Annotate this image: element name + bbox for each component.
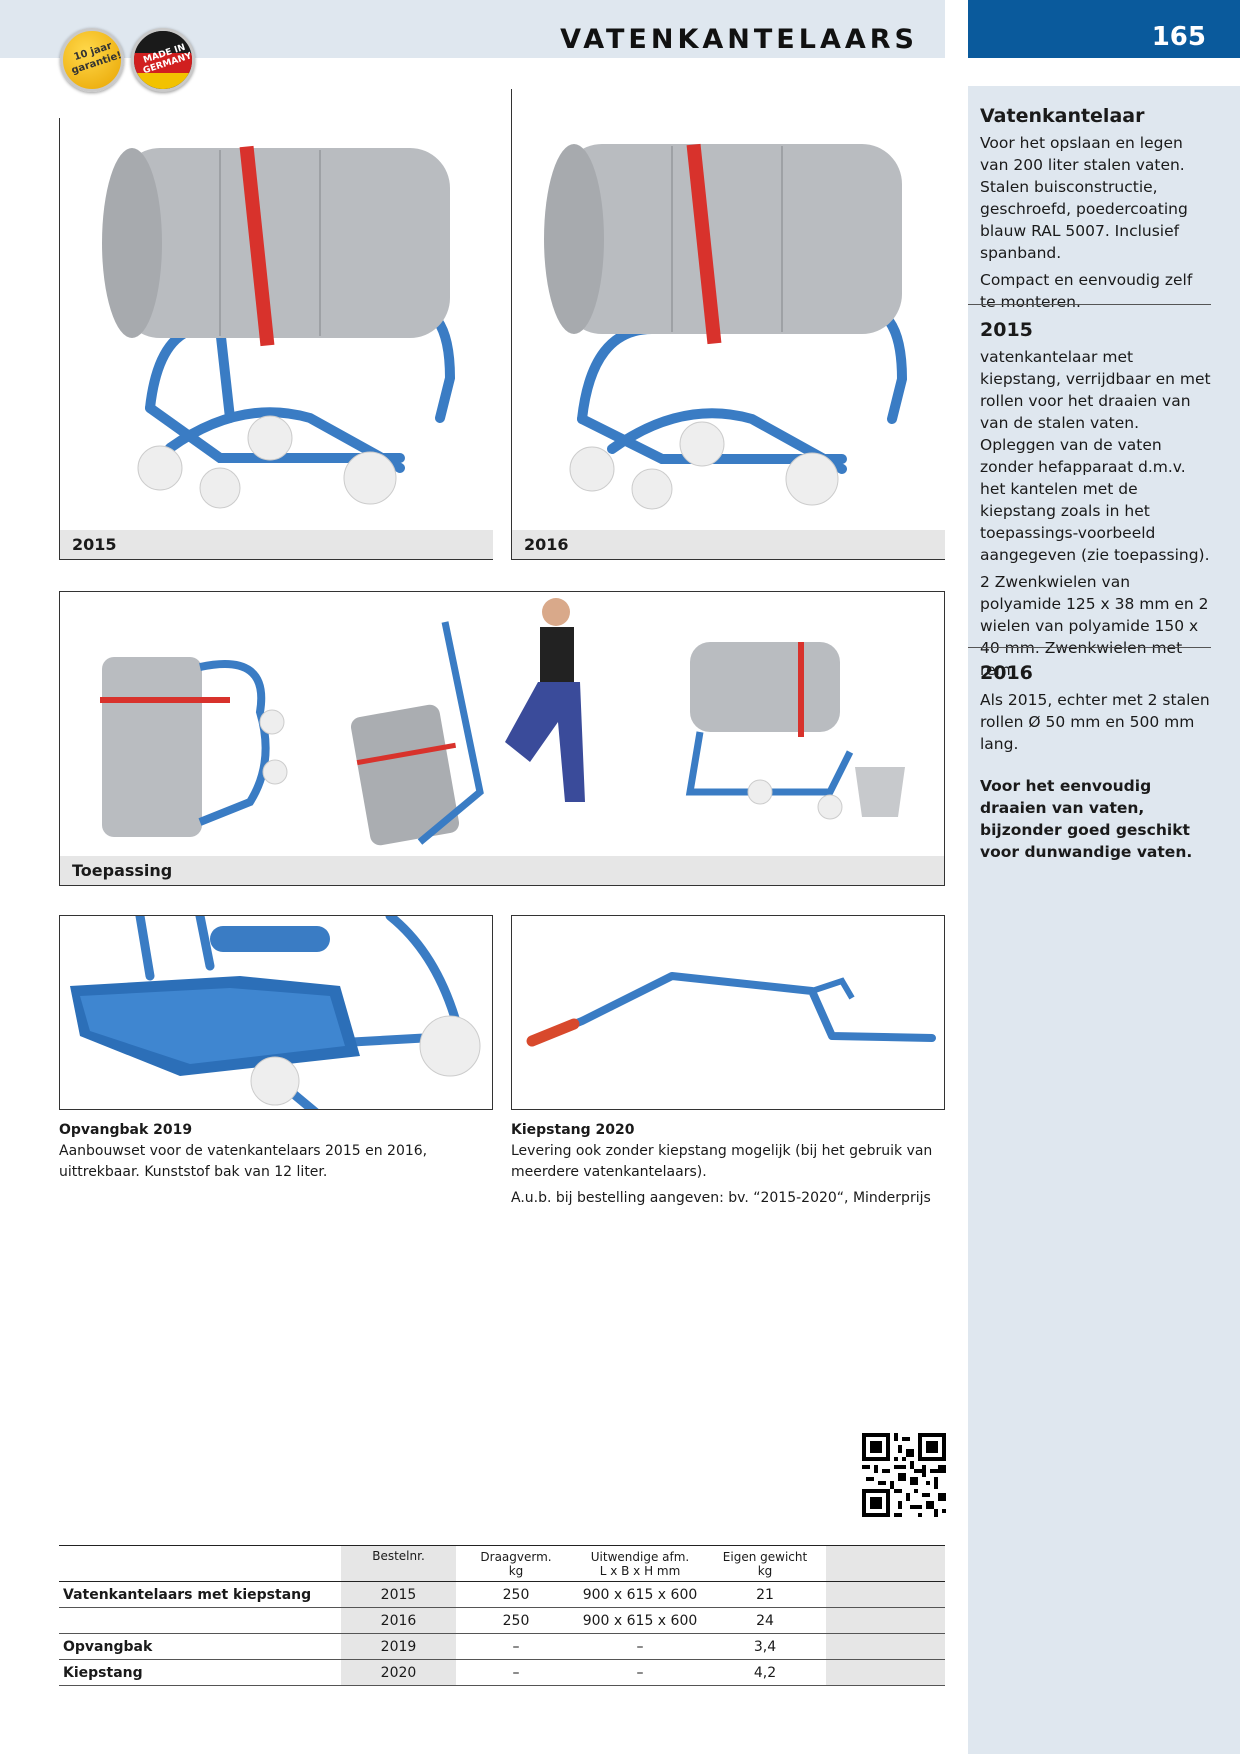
table-header-row: Bestelnr. Draagverm.kg Uitwendige afm.L … <box>59 1545 945 1582</box>
table-row: Vatenkantelaars met kiepstang 2015 250 9… <box>59 1581 945 1608</box>
page-number: 165 <box>1151 22 1206 52</box>
sidebar-highlight: Voor het eenvoudig draaien van vaten, bi… <box>980 777 1193 861</box>
photo-opvangbak <box>59 915 493 1110</box>
section-2015-text-2: 2 Zwenkwielen van polyamide 125 x 38 mm … <box>980 573 1209 679</box>
kiepstang-note: A.u.b. bij bestelling aangeven: bv. “201… <box>511 1190 931 1206</box>
kiepstang-description: Kiepstang 2020 Levering ook zonder kieps… <box>511 1120 941 1209</box>
drum-tilter-2016-image <box>544 143 908 510</box>
kiepstang-title: Kiepstang 2020 <box>511 1122 635 1138</box>
usage-photo: Toepassing <box>59 591 945 886</box>
spec-table: Bestelnr. Draagverm.kg Uitwendige afm.L … <box>59 1545 945 1686</box>
col-afmetingen: Uitwendige afm.L x B x H mm <box>590 1549 690 1578</box>
sidebar-divider <box>968 647 1211 648</box>
opvangbak-title: Opvangbak 2019 <box>59 1122 193 1138</box>
qr-code[interactable] <box>862 1433 946 1517</box>
photo-caption-2015: 2015 <box>60 530 493 559</box>
opvangbak-description: Opvangbak 2019 Aanbouwset voor de vatenk… <box>59 1120 489 1183</box>
intro-text-2: Compact en eenvoudig zelf te monteren. <box>980 271 1193 311</box>
photo-caption-usage: Toepassing <box>60 856 944 885</box>
opvangbak-image <box>70 916 481 1109</box>
photo-caption-2016: 2016 <box>512 530 945 559</box>
opvangbak-text: Aanbouwset voor de vatenkantelaars 2015 … <box>59 1143 428 1180</box>
page-number-box: 165 <box>968 0 1240 58</box>
page-title: VATENKANTELAARS <box>560 24 918 55</box>
section-2015-heading: 2015 <box>980 319 1033 341</box>
section-2015-text-1: vatenkantelaar met kiepstang, verrijdbaa… <box>980 348 1211 564</box>
col-bestelnr: Bestelnr. <box>341 1545 456 1582</box>
sidebar-intro: Vatenkantelaar Voor het opslaan en legen… <box>980 104 1212 313</box>
table-row: Kiepstang 2020 – – 4,2 <box>59 1659 945 1686</box>
photo-2016: 2016 <box>511 89 945 560</box>
drum-tilter-2015-image <box>102 145 456 509</box>
made-in-germany-badge: MADE IN GERMANY <box>131 28 195 92</box>
col-draagverm: Draagverm.kg <box>480 1549 552 1578</box>
section-2016-heading: 2016 <box>980 662 1033 684</box>
sidebar-divider <box>968 304 1211 305</box>
kiepstang-image <box>526 972 936 1047</box>
photo-2015: 2015 <box>59 118 493 560</box>
intro-heading: Vatenkantelaar <box>980 105 1145 127</box>
sidebar-2016: 2016 Als 2015, echter met 2 stalen rolle… <box>980 661 1212 863</box>
photo-kiepstang <box>511 915 945 1110</box>
sidebar-2015: 2015 vatenkantelaar met kiepstang, verri… <box>980 318 1212 681</box>
warranty-badge-text: 10 jaar garantie! <box>70 40 124 77</box>
kiepstang-text: Levering ook zonder kiepstang mogelijk (… <box>511 1143 933 1180</box>
table-row: Opvangbak 2019 – – 3,4 <box>59 1633 945 1660</box>
usage-sequence-image <box>100 598 905 846</box>
warranty-badge: 10 jaar garantie! <box>60 28 124 92</box>
sidebar: Vatenkantelaar Voor het opslaan en legen… <box>968 86 1240 1754</box>
intro-text-1: Voor het opslaan en legen van 200 liter … <box>980 134 1188 262</box>
table-row: 2016 250 900 x 615 x 600 24 <box>59 1607 945 1634</box>
section-2016-text: Als 2015, echter met 2 stalen rollen Ø 5… <box>980 691 1210 753</box>
